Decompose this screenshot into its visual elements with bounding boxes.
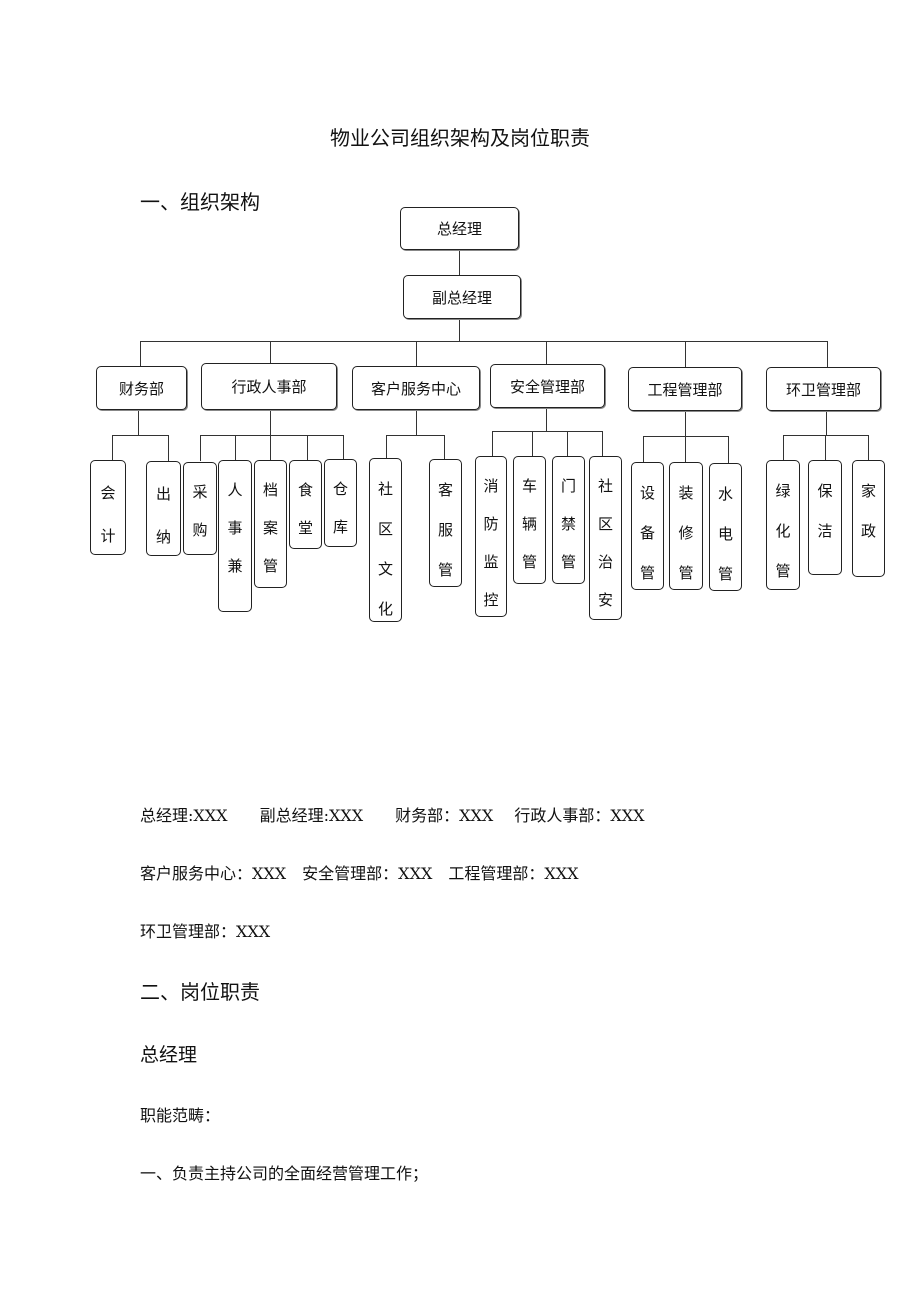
- unit-label: 出纳: [155, 485, 171, 546]
- unit-box: 食堂: [289, 460, 322, 549]
- unit-box: 车辆管: [513, 456, 546, 584]
- scope-label: 职能范畴：: [140, 1106, 221, 1125]
- connector-line: [459, 250, 460, 276]
- unit-box: 门禁管: [552, 456, 585, 584]
- unit-box: 社区治安: [589, 456, 622, 620]
- unit-label: 消防监控: [483, 477, 499, 609]
- unit-box: 出纳: [146, 461, 181, 556]
- unit-box: 绿化管: [766, 460, 800, 590]
- unit-label: 客服管: [437, 481, 453, 579]
- dept-admin-hr: 行政人事部: [201, 363, 337, 410]
- unit-label: 水电管: [717, 485, 733, 583]
- duty-item: 一、负责主持公司的全面经营管理工作；: [140, 1164, 429, 1183]
- unit-box: 消防监控: [475, 456, 507, 617]
- connector-line: [270, 341, 271, 364]
- unit-box: 仓库: [324, 459, 357, 547]
- unit-box: 会计: [90, 460, 126, 555]
- connector-line: [459, 318, 460, 342]
- unit-box: 设备管: [631, 462, 664, 590]
- role-heading: 总经理: [140, 1044, 198, 1066]
- dept-engineering: 工程管理部: [628, 367, 742, 411]
- connector-line: [685, 341, 686, 368]
- connector-line: [827, 341, 828, 368]
- connector-line: [140, 341, 827, 342]
- unit-label: 档案管: [262, 481, 278, 575]
- unit-label: 装修管: [678, 484, 694, 582]
- unit-label: 门禁管: [560, 477, 576, 571]
- unit-label: 车辆管: [521, 477, 537, 571]
- unit-box: 家政: [852, 460, 885, 577]
- unit-label: 保洁: [817, 482, 833, 540]
- staff-line-3: 环卫管理部：XXX: [140, 922, 271, 941]
- unit-box: 档案管: [254, 460, 287, 588]
- unit-label: 会计: [100, 484, 116, 545]
- dept-finance: 财务部: [96, 366, 187, 410]
- staff-line-1: 总经理:XXX 副总经理:XXX 财务部：XXX 行政人事部：XXX: [140, 806, 645, 825]
- unit-box: 水电管: [709, 463, 742, 591]
- node-deputy-manager: 副总经理: [403, 275, 521, 319]
- document-title: 物业公司组织架构及岗位职责: [330, 126, 590, 150]
- unit-label: 社区治安: [597, 477, 613, 609]
- unit-box: 客服管: [429, 459, 462, 587]
- unit-label: 绿化管: [775, 482, 791, 580]
- unit-label: 采购: [192, 483, 208, 539]
- unit-box: 装修管: [669, 462, 703, 590]
- unit-label: 仓库: [332, 480, 348, 536]
- dept-customer-service: 客户服务中心: [352, 366, 480, 410]
- unit-box: 人事兼: [218, 460, 252, 612]
- unit-label: 社区文化: [377, 480, 393, 618]
- dept-security: 安全管理部: [490, 364, 605, 408]
- unit-box: 保洁: [808, 460, 842, 575]
- org-chart: 总经理 副总经理 财务部 行政人事部 客户服务中心 安全管理部 工程管理部 环卫…: [0, 0, 920, 640]
- section-heading-duties: 二、岗位职责: [140, 980, 260, 1004]
- connector-line: [140, 341, 141, 367]
- connector-line: [416, 341, 417, 367]
- unit-box: 社区文化: [369, 458, 402, 622]
- unit-box: 采购: [183, 462, 217, 555]
- unit-label: 设备管: [639, 484, 655, 582]
- unit-label: 食堂: [297, 481, 313, 537]
- dept-sanitation: 环卫管理部: [766, 367, 881, 411]
- unit-label: 家政: [860, 482, 876, 540]
- connector-line: [546, 341, 547, 365]
- node-general-manager: 总经理: [400, 207, 519, 250]
- staff-line-2: 客户服务中心：XXX 安全管理部：XXX 工程管理部：XXX: [140, 864, 579, 883]
- unit-label: 人事兼: [227, 481, 243, 575]
- section-heading-org: 一、组织架构: [140, 190, 260, 214]
